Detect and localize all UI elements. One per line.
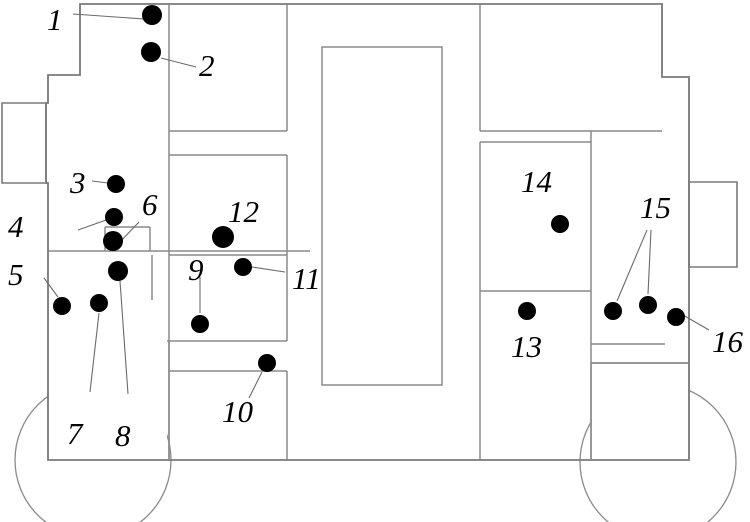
callout-number-15: 15 xyxy=(640,190,671,225)
right-wheel-mask xyxy=(592,364,688,459)
callout-leader-line xyxy=(91,180,109,184)
callout-number-4: 4 xyxy=(8,209,24,244)
callout-number-9: 9 xyxy=(188,252,204,287)
callout-leader-line xyxy=(77,218,110,231)
sensor-marker-dot[interactable] xyxy=(90,294,108,312)
callout-number-12: 12 xyxy=(228,194,259,229)
center-compartment-outline xyxy=(321,46,443,386)
callout-leader-line xyxy=(647,229,652,295)
marker-dots-group xyxy=(53,5,685,372)
wheel-mask-group xyxy=(49,300,688,459)
body-outline-top xyxy=(45,3,690,461)
right-mirror-outline xyxy=(688,181,738,268)
callout-leader-line xyxy=(616,229,648,302)
callout-number-3: 3 xyxy=(69,165,86,200)
leader-lines-group xyxy=(43,13,710,399)
left-wheel-mask xyxy=(49,300,167,459)
callout-leader-line xyxy=(43,277,59,298)
sensor-marker-dot[interactable] xyxy=(191,315,209,333)
sensor-marker-dot[interactable] xyxy=(142,5,162,25)
sensor-marker-dot[interactable] xyxy=(551,215,569,233)
partition-lines-group xyxy=(48,4,689,460)
sensor-marker-dot[interactable] xyxy=(258,354,276,372)
left-mirror-outline xyxy=(1,102,47,184)
sensor-marker-dot[interactable] xyxy=(105,208,123,226)
sensor-marker-dot[interactable] xyxy=(103,231,123,251)
callout-number-13: 13 xyxy=(511,329,542,364)
callout-leader-line xyxy=(682,314,710,331)
callout-leader-line xyxy=(248,371,263,399)
sensor-marker-dot[interactable] xyxy=(234,258,252,276)
callout-number-7: 7 xyxy=(67,416,84,451)
callout-leader-line xyxy=(89,312,100,393)
callout-leader-line xyxy=(251,266,286,273)
callout-number-6: 6 xyxy=(142,187,158,222)
callout-leader-line xyxy=(160,57,197,68)
callout-number-8: 8 xyxy=(115,418,131,453)
sensor-marker-dot[interactable] xyxy=(212,226,234,248)
callout-number-5: 5 xyxy=(8,257,24,292)
sensor-marker-dot[interactable] xyxy=(141,42,161,62)
sensor-marker-dot[interactable] xyxy=(667,308,685,326)
callout-number-11: 11 xyxy=(292,261,321,296)
sensor-marker-dot[interactable] xyxy=(639,296,657,314)
sensor-marker-dot[interactable] xyxy=(53,297,71,315)
callout-number-1: 1 xyxy=(47,2,63,37)
callout-leader-line xyxy=(72,13,145,20)
sensor-marker-dot[interactable] xyxy=(107,175,125,193)
sensor-marker-dot[interactable] xyxy=(518,302,536,320)
sensor-marker-dot[interactable] xyxy=(108,261,128,281)
callout-number-16: 16 xyxy=(712,324,744,359)
callout-number-10: 10 xyxy=(222,394,254,429)
callout-number-14: 14 xyxy=(521,164,552,199)
callout-number-2: 2 xyxy=(199,48,215,83)
body-outline-restroke-group xyxy=(45,3,690,461)
callout-leader-line xyxy=(119,280,129,395)
sensor-marker-dot[interactable] xyxy=(604,302,622,320)
